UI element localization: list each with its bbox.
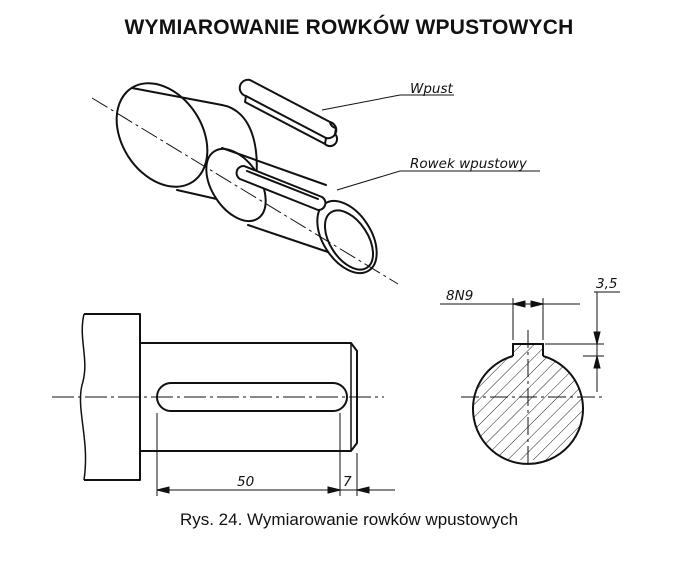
isometric-view xyxy=(115,78,378,275)
page-title: WYMIAROWANIE ROWKÓW WPUSTOWYCH xyxy=(124,16,574,39)
shaft-large-cylinder xyxy=(115,82,258,208)
shaft-break-line xyxy=(79,313,87,481)
iso-centerline xyxy=(91,97,399,285)
figure-caption: Rys. 24. Wymiarowanie rowków wpustowych xyxy=(179,510,519,529)
side-dimensions xyxy=(156,413,395,496)
section-centerlines xyxy=(461,330,605,468)
key-label: Wpust xyxy=(410,81,454,97)
dim-end-offset: 7 xyxy=(343,474,352,490)
section-dimensions xyxy=(440,291,620,392)
keyway-slot-side xyxy=(156,382,348,412)
keyway-slot-iso xyxy=(235,165,327,211)
dim-keyway-depth: 3,5 xyxy=(596,276,617,292)
leaders xyxy=(321,94,540,191)
shaft-small-cylinder xyxy=(205,147,378,275)
dim-keyway-width: 8N9 xyxy=(446,288,473,304)
key-part xyxy=(238,78,339,148)
cross-section xyxy=(472,343,584,465)
dim-keyway-length: 50 xyxy=(237,474,254,490)
keyway-label: Rowek wpustowy xyxy=(410,156,528,172)
